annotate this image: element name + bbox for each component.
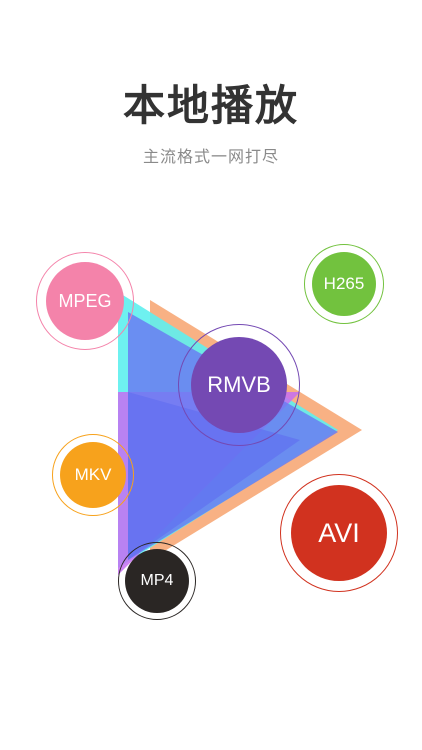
format-badge-rmvb[interactable]: RMVB [178, 324, 300, 446]
format-label-rmvb: RMVB [207, 372, 271, 397]
format-badge-mpeg[interactable]: MPEG [36, 252, 134, 350]
format-badge-mp4[interactable]: MP4 [118, 542, 196, 620]
format-disc-rmvb: RMVB [191, 337, 287, 433]
format-badge-h265[interactable]: H265 [304, 244, 384, 324]
format-disc-h265: H265 [312, 252, 376, 316]
format-disc-mkv: MKV [60, 442, 126, 508]
format-disc-mp4: MP4 [125, 549, 189, 613]
format-label-mp4: MP4 [140, 572, 174, 589]
format-label-mkv: MKV [74, 465, 112, 484]
format-label-mpeg: MPEG [58, 290, 112, 311]
format-disc-avi: AVI [291, 485, 387, 581]
page-subtitle: 主流格式一网打尽 [142, 147, 279, 166]
format-disc-mpeg: MPEG [46, 262, 124, 340]
page-title: 本地播放 [122, 81, 299, 130]
format-badge-mkv[interactable]: MKV [52, 434, 134, 516]
format-label-avi: AVI [318, 517, 360, 548]
format-badge-avi[interactable]: AVI [280, 474, 398, 592]
format-label-h265: H265 [323, 274, 365, 293]
